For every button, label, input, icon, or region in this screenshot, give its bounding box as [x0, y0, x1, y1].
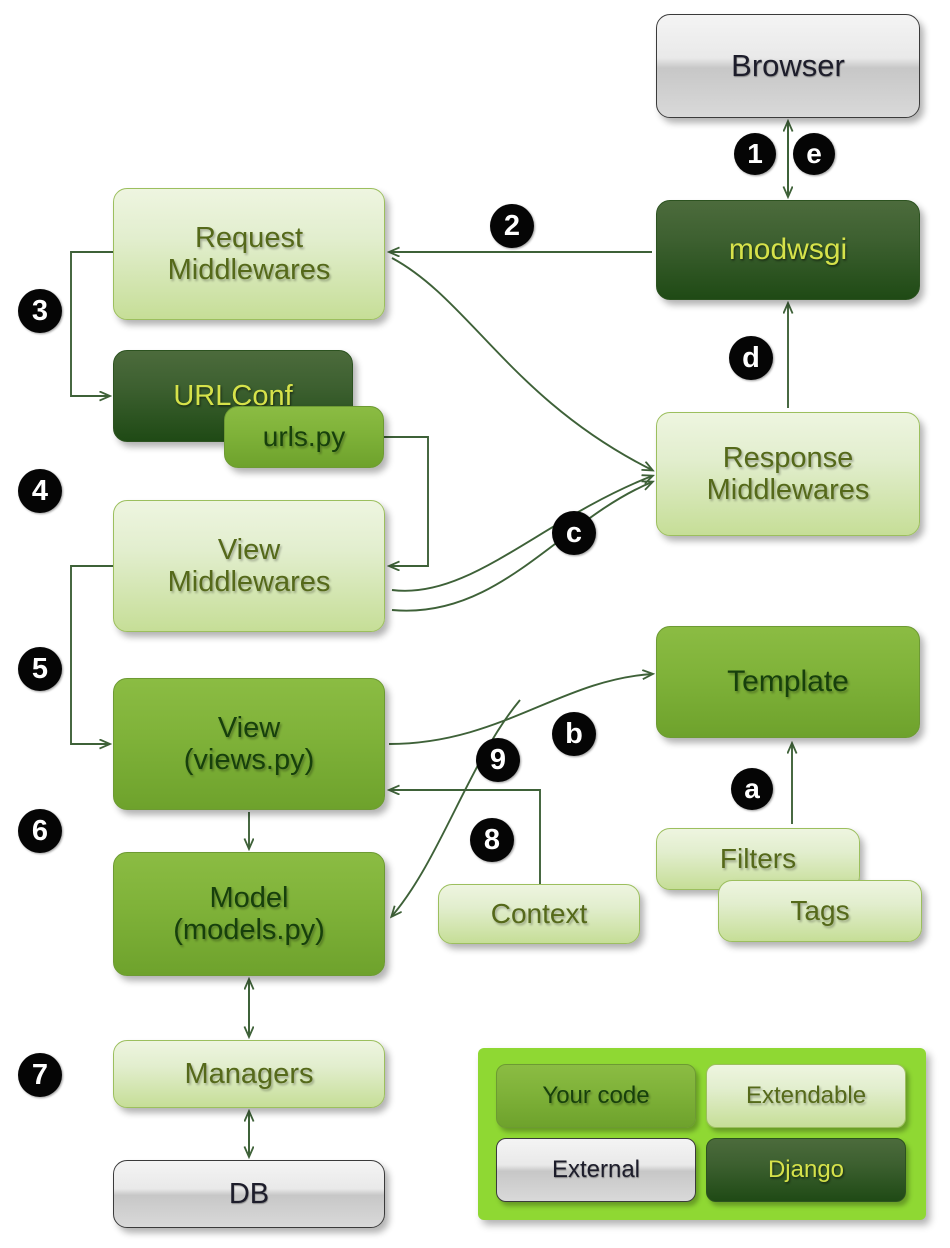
legend-chip-extendable: Extendable: [706, 1064, 906, 1128]
node-filters: Filters: [656, 828, 860, 890]
wire-view-to-response-middlewares: [391, 482, 652, 612]
wire-context-to-view: [390, 790, 541, 884]
wire-view-middlewares-to-view: [70, 565, 113, 744]
node-managers-label: Managers: [184, 1057, 314, 1090]
node-template: Template: [656, 626, 920, 738]
step-marker-2: 2: [490, 204, 534, 248]
node-context-label: Context: [490, 898, 588, 930]
node-tags-label: Tags: [790, 895, 850, 927]
node-urlspy: urls.py: [224, 406, 384, 468]
step-marker-a: a: [731, 768, 773, 810]
legend-chip-django: Django: [706, 1138, 906, 1202]
step-marker-c: c: [552, 511, 596, 555]
step-marker-6: 6: [18, 809, 62, 853]
wire-request-to-response-middlewares: [391, 257, 652, 470]
step-marker-e: e: [793, 133, 835, 175]
node-db: DB: [113, 1160, 385, 1228]
step-marker-1: 1: [734, 133, 776, 175]
legend-chip-your-code: Your code: [496, 1064, 696, 1128]
step-marker-5: 5: [18, 647, 62, 691]
node-modwsgi-label: modwsgi: [728, 233, 848, 267]
wire-view-to-template: [388, 674, 652, 745]
step-marker-9: 9: [476, 738, 520, 782]
node-tags: Tags: [718, 880, 922, 942]
step-marker-b: b: [552, 712, 596, 756]
node-browser: Browser: [656, 14, 920, 118]
node-view-label: View(views.py): [183, 711, 315, 776]
node-filters-label: Filters: [719, 843, 797, 875]
legend-chip-external: External: [496, 1138, 696, 1202]
node-urlspy-label: urls.py: [262, 421, 346, 453]
node-context: Context: [438, 884, 640, 944]
step-marker-d: d: [729, 336, 773, 380]
step-marker-8: 8: [470, 818, 514, 862]
node-modwsgi: modwsgi: [656, 200, 920, 300]
node-db-label: DB: [228, 1177, 270, 1210]
wire-view-middlewares-to-response: [391, 476, 652, 592]
wire-urlspy-to-view-middlewares: [384, 436, 429, 566]
step-marker-4: 4: [18, 469, 62, 513]
node-model: Model(models.py): [113, 852, 385, 976]
node-model-label: Model(models.py): [173, 881, 325, 946]
wire-request-middlewares-to-urlconf: [70, 251, 113, 396]
step-marker-7: 7: [18, 1053, 62, 1097]
node-managers: Managers: [113, 1040, 385, 1108]
step-marker-3: 3: [18, 289, 62, 333]
node-browser-label: Browser: [731, 47, 845, 83]
node-template-label: Template: [727, 665, 849, 699]
node-view: View(views.py): [113, 678, 385, 810]
